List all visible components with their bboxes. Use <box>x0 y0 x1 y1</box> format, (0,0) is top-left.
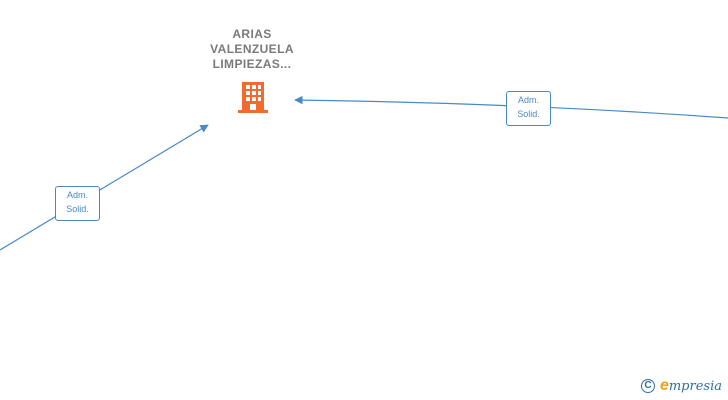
empresia-watermark[interactable]: C e mpresia <box>640 376 722 396</box>
edge-right-label-line-1: Adm. <box>517 95 539 105</box>
company-name-line-3: LIMPIEZAS... <box>212 57 292 71</box>
company-name-line-1: ARIAS <box>232 27 272 41</box>
building-icon[interactable] <box>238 80 270 113</box>
edge-left-label[interactable]: Adm. Solid. <box>55 186 100 221</box>
edge-right-label-line-2: Solid. <box>517 109 540 119</box>
brand-logo-text: mpresia <box>668 378 722 394</box>
edge-right-label[interactable]: Adm. Solid. <box>506 91 551 126</box>
copyright-icon: C <box>640 379 655 393</box>
company-node-label[interactable]: ARIAS VALENZUELA LIMPIEZAS... <box>180 27 324 72</box>
brand-logo-initial: e <box>659 377 669 394</box>
edge-left-label-line-1: Adm. <box>66 190 88 200</box>
company-name-line-2: VALENZUELA <box>210 42 294 56</box>
edge-left-label-line-2: Solid. <box>66 204 89 214</box>
edge-left-line[interactable] <box>0 124 209 251</box>
